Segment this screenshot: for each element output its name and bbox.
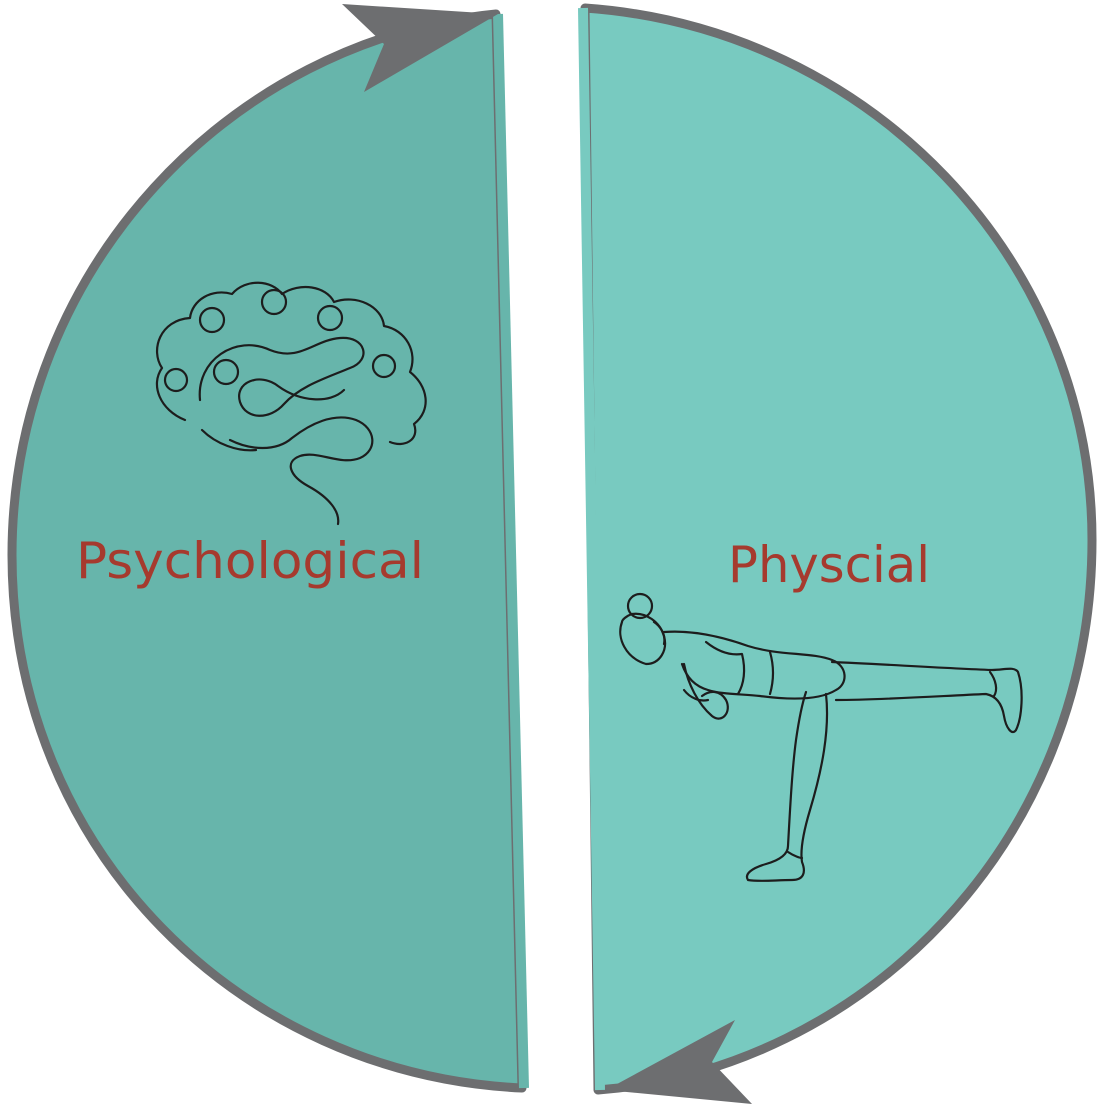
physical-label: Physcial [728, 536, 930, 594]
psychological-label: Psychological [76, 532, 424, 590]
